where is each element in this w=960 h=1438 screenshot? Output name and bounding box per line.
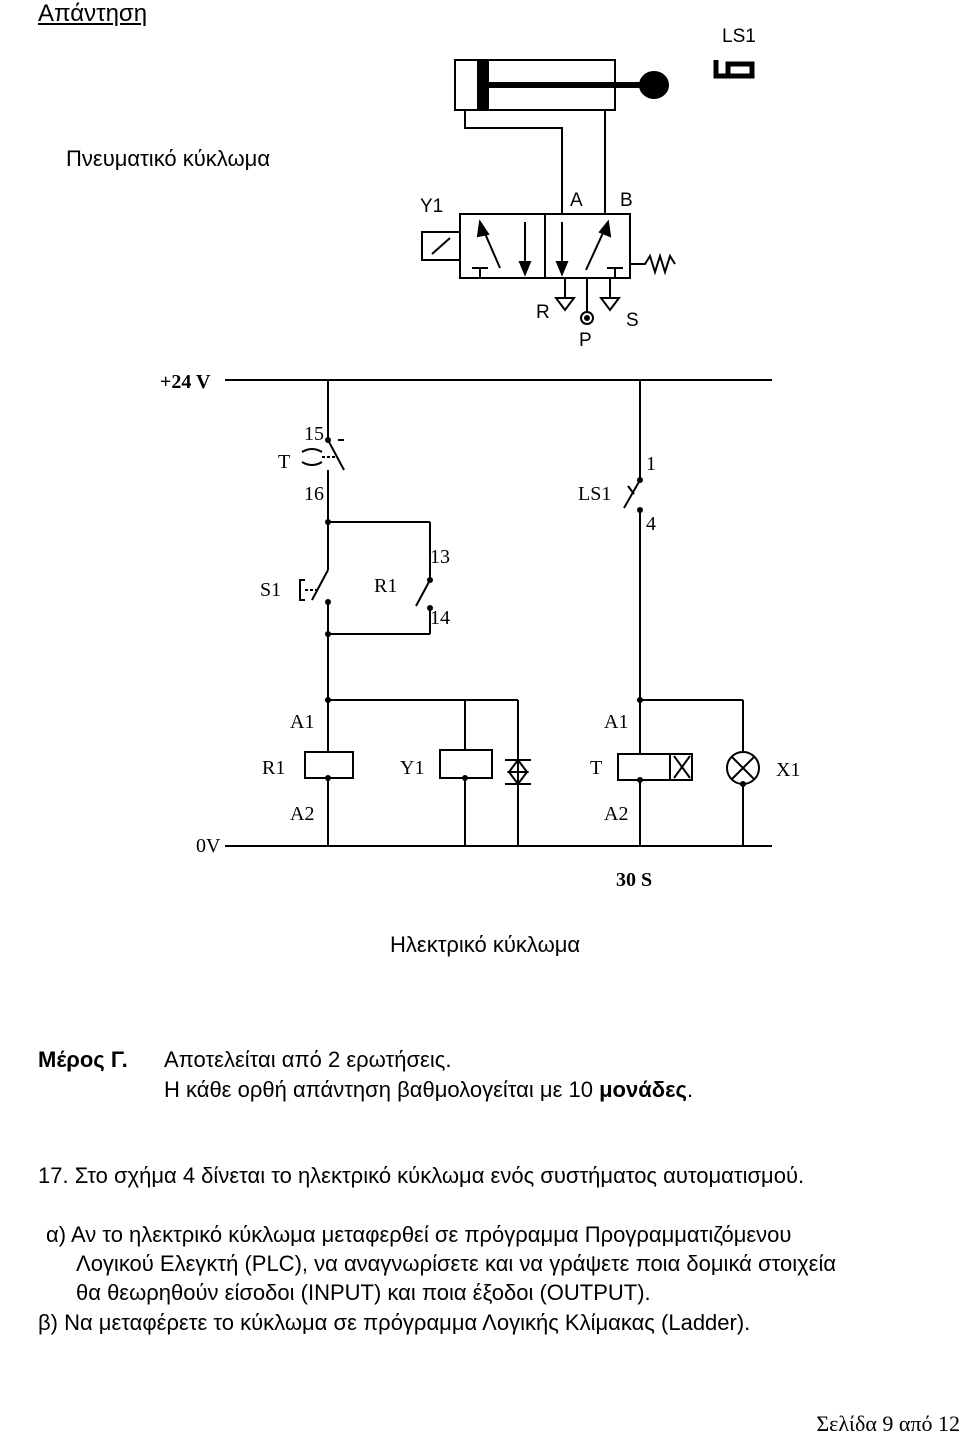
- pneumatic-labels: LS1 Y1 A B R S P: [420, 26, 756, 351]
- label-24v: +24 V: [160, 371, 211, 393]
- label-ls1: LS1: [722, 26, 756, 47]
- label-13: 13: [430, 546, 450, 568]
- cylinder-piston: [477, 59, 489, 111]
- label-4: 4: [646, 513, 656, 535]
- pneumatic-caption: Πνευματικό κύκλωμα: [66, 146, 271, 171]
- label-b: B: [620, 190, 633, 211]
- label-s1: S1: [260, 579, 281, 601]
- label-t-coil: T: [590, 757, 602, 779]
- label-30s: 30 S: [616, 869, 652, 891]
- label-ls1: LS1: [578, 483, 611, 505]
- page-number: Σελίδα 9 από 12: [816, 1411, 960, 1436]
- part-description-2-bold: μονάδες: [599, 1077, 687, 1102]
- label-p: P: [579, 330, 592, 351]
- pneumatic-circuit: [421, 59, 755, 325]
- label-a2-left: A2: [290, 803, 314, 825]
- label-r1-coil: R1: [262, 757, 285, 779]
- coil-r1: [304, 751, 354, 779]
- junction-dots: [325, 437, 746, 787]
- part-description-2-text: Η κάθε ορθή απάντηση βαθμολογείται με 10: [164, 1077, 600, 1102]
- label-r1: R1: [374, 575, 397, 597]
- label-a2-right: A2: [604, 803, 628, 825]
- coil-y1: [439, 749, 493, 779]
- answer-heading: Απάντηση: [38, 0, 148, 27]
- electric-circuit: [225, 379, 772, 847]
- question-17-a-line1: α) Αν το ηλεκτρικό κύκλωμα μεταφερθεί σε…: [46, 1222, 792, 1247]
- part-description-2: Η κάθε ορθή απάντηση βαθμολογείται με 10…: [164, 1077, 694, 1102]
- question-17-a-line3: θα θεωρηθούν είσοδοι (INPUT) και ποια έξ…: [76, 1280, 651, 1305]
- label-t: T: [278, 451, 290, 473]
- label-a: A: [570, 190, 583, 211]
- part-description-1: Αποτελείται από 2 ερωτήσεις.: [164, 1047, 452, 1072]
- question-17-intro: 17. Στο σχήμα 4 δίνεται το ηλεκτρικό κύκ…: [38, 1163, 805, 1188]
- label-14: 14: [430, 607, 450, 629]
- label-y1: Y1: [420, 196, 443, 217]
- part-description-2-suffix: .: [686, 1077, 694, 1102]
- coil-t: [617, 753, 693, 781]
- label-a1-right: A1: [604, 711, 628, 733]
- electric-caption: Ηλεκτρικό κύκλωμα: [390, 932, 581, 957]
- label-1: 1: [646, 453, 656, 475]
- rod-end: [639, 71, 669, 99]
- label-r: R: [536, 302, 550, 323]
- label-16: 16: [304, 483, 324, 505]
- label-y1-coil: Y1: [400, 757, 424, 779]
- label-15: 15: [304, 423, 324, 445]
- question-17-b: β) Να μεταφέρετε το κύκλωμα σε πρόγραμμα…: [38, 1310, 751, 1335]
- label-a1-left: A1: [290, 711, 314, 733]
- electric-labels: +24 V 0V 15 T 16 S1 R1 13 14 1 LS1 4 A1 …: [160, 371, 800, 891]
- ls1-symbol: [713, 60, 755, 79]
- question-17-a-line2: Λογικού Ελεγκτή (PLC), να αναγνωρίσετε κ…: [76, 1251, 837, 1276]
- label-x1: X1: [776, 759, 800, 781]
- label-s: S: [626, 310, 639, 331]
- part-title: Μέρος Γ.: [38, 1047, 128, 1072]
- label-0v: 0V: [196, 835, 221, 857]
